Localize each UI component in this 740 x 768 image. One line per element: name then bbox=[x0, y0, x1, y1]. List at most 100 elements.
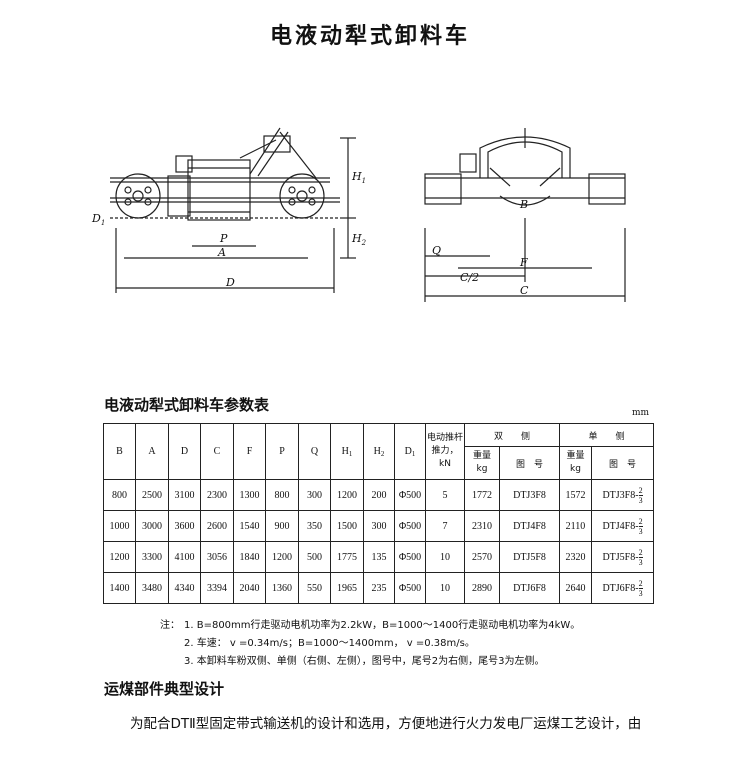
cell: 900 bbox=[265, 510, 299, 542]
cell: 1200 bbox=[103, 541, 136, 573]
table-title: 电液动犁式卸料车参数表 bbox=[104, 396, 270, 414]
parameter-table: B A D C F P Q H1 H2 D1 电动推杆推力，kN 双 侧 单 侧… bbox=[103, 423, 654, 604]
cell: 300 bbox=[298, 479, 331, 511]
header-d: D bbox=[168, 423, 201, 480]
header-f: F bbox=[233, 423, 266, 480]
header-h2: H2 bbox=[363, 423, 395, 480]
header-c: C bbox=[200, 423, 234, 480]
unit-label: mm bbox=[632, 408, 650, 418]
cell: 1200 bbox=[330, 479, 364, 511]
table-row: 1400 3480 4340 3394 2040 1360 550 1965 2… bbox=[103, 572, 654, 604]
table-row: 1000 3000 3600 2600 1540 900 350 1500 30… bbox=[103, 510, 654, 542]
cell: 1840 bbox=[233, 541, 266, 573]
header-a: A bbox=[135, 423, 169, 480]
cell: 1775 bbox=[330, 541, 364, 573]
notes-label: 注： bbox=[160, 620, 180, 631]
cell: 300 bbox=[363, 510, 395, 542]
cell: 1000 bbox=[103, 510, 136, 542]
cell: 2040 bbox=[233, 572, 266, 604]
cell: DTJ4F8 bbox=[499, 510, 560, 542]
header-d1: D1 bbox=[394, 423, 426, 480]
header-double-drawing-no: 图 号 bbox=[499, 446, 560, 480]
cell: 2600 bbox=[200, 510, 234, 542]
label-d: D bbox=[225, 276, 235, 289]
table-row: 800 2500 3100 2300 1300 800 300 1200 200… bbox=[103, 479, 654, 511]
cell: 3480 bbox=[135, 572, 169, 604]
label-c-half: C/2 bbox=[460, 271, 479, 284]
cell: 3300 bbox=[135, 541, 169, 573]
table-row: 1200 3300 4100 3056 1840 1200 500 1775 1… bbox=[103, 541, 654, 573]
cell: 1500 bbox=[330, 510, 364, 542]
label-p: P bbox=[219, 232, 228, 245]
header-h1: H1 bbox=[330, 423, 364, 480]
cell: 500 bbox=[298, 541, 331, 573]
cell: 2320 bbox=[559, 541, 592, 573]
cell: 10 bbox=[425, 541, 465, 573]
note-2: 2. 车速： v =0.34m/s；B=1000～1400mm， v =0.38… bbox=[184, 638, 475, 649]
cell: Φ500 bbox=[394, 479, 426, 511]
cell: 2640 bbox=[559, 572, 592, 604]
cell: DTJ5F8 bbox=[499, 541, 560, 573]
cell: Φ500 bbox=[394, 572, 426, 604]
table-body: 800 2500 3100 2300 1300 800 300 1200 200… bbox=[103, 479, 654, 604]
technical-drawing: D1 H1 H2 P A D B Q F C/2 C bbox=[91, 127, 626, 302]
cell: 1540 bbox=[233, 510, 266, 542]
cell: 135 bbox=[363, 541, 395, 573]
cell: 4340 bbox=[168, 572, 201, 604]
header-double-side: 双 侧 bbox=[464, 423, 560, 447]
cell: 3600 bbox=[168, 510, 201, 542]
cell: 2310 bbox=[464, 510, 500, 542]
cell: 550 bbox=[298, 572, 331, 604]
header-b: B bbox=[103, 423, 136, 480]
cell: 800 bbox=[103, 479, 136, 511]
cell: 4100 bbox=[168, 541, 201, 573]
cell: 1772 bbox=[464, 479, 500, 511]
label-b: B bbox=[519, 198, 528, 211]
header-single-side: 单 侧 bbox=[559, 423, 654, 447]
cell: 5 bbox=[425, 479, 465, 511]
cell: 200 bbox=[363, 479, 395, 511]
cell: 1200 bbox=[265, 541, 299, 573]
header-q: Q bbox=[298, 423, 331, 480]
cell: Φ500 bbox=[394, 510, 426, 542]
cell: 1300 bbox=[233, 479, 266, 511]
page-title: 电液动犁式卸料车 bbox=[269, 23, 470, 49]
label-c: C bbox=[520, 284, 529, 297]
cell: 3056 bbox=[200, 541, 234, 573]
header-thrust: 电动推杆推力，kN bbox=[425, 423, 465, 480]
label-h1: H1 bbox=[351, 170, 366, 185]
label-d1: D1 bbox=[91, 212, 105, 227]
cell: DTJ6F8 bbox=[499, 572, 560, 604]
section-title: 运煤部件典型设计 bbox=[104, 680, 225, 698]
side-view bbox=[110, 127, 356, 293]
cell: 2300 bbox=[200, 479, 234, 511]
cell: 1400 bbox=[103, 572, 136, 604]
cell: 3394 bbox=[200, 572, 234, 604]
cell: Φ500 bbox=[394, 541, 426, 573]
cell: 2570 bbox=[464, 541, 500, 573]
cell: 2110 bbox=[559, 510, 592, 542]
label-q: Q bbox=[432, 244, 441, 257]
cell: 350 bbox=[298, 510, 331, 542]
cell: 3000 bbox=[135, 510, 169, 542]
label-f: F bbox=[519, 256, 528, 269]
cell: 1572 bbox=[559, 479, 592, 511]
cell: 1965 bbox=[330, 572, 364, 604]
cell: 1360 bbox=[265, 572, 299, 604]
cell: DTJ3F8 bbox=[499, 479, 560, 511]
label-a: A bbox=[217, 246, 226, 259]
note-3: 3. 本卸料车粉双侧、单侧（右侧、左侧），图号中，尾号2为右侧，尾号3为左侧。 bbox=[184, 656, 545, 667]
cell: 800 bbox=[265, 479, 299, 511]
cell: 3100 bbox=[168, 479, 201, 511]
note-1: 1. B=800mm行走驱动电机功率为2.2kW，B=1000～1400行走驱动… bbox=[184, 620, 581, 631]
label-h2: H2 bbox=[351, 232, 367, 247]
cell: 2500 bbox=[135, 479, 169, 511]
table-header-row: B A D C F P Q H1 H2 D1 电动推杆推力，kN 双 侧 单 侧 bbox=[103, 423, 654, 480]
body-paragraph: 为配合DTⅡ型固定带式输送机的设计和选用，方便地进行火力发电厂运煤工艺设计，由 bbox=[130, 716, 642, 732]
cell: 10 bbox=[425, 572, 465, 604]
